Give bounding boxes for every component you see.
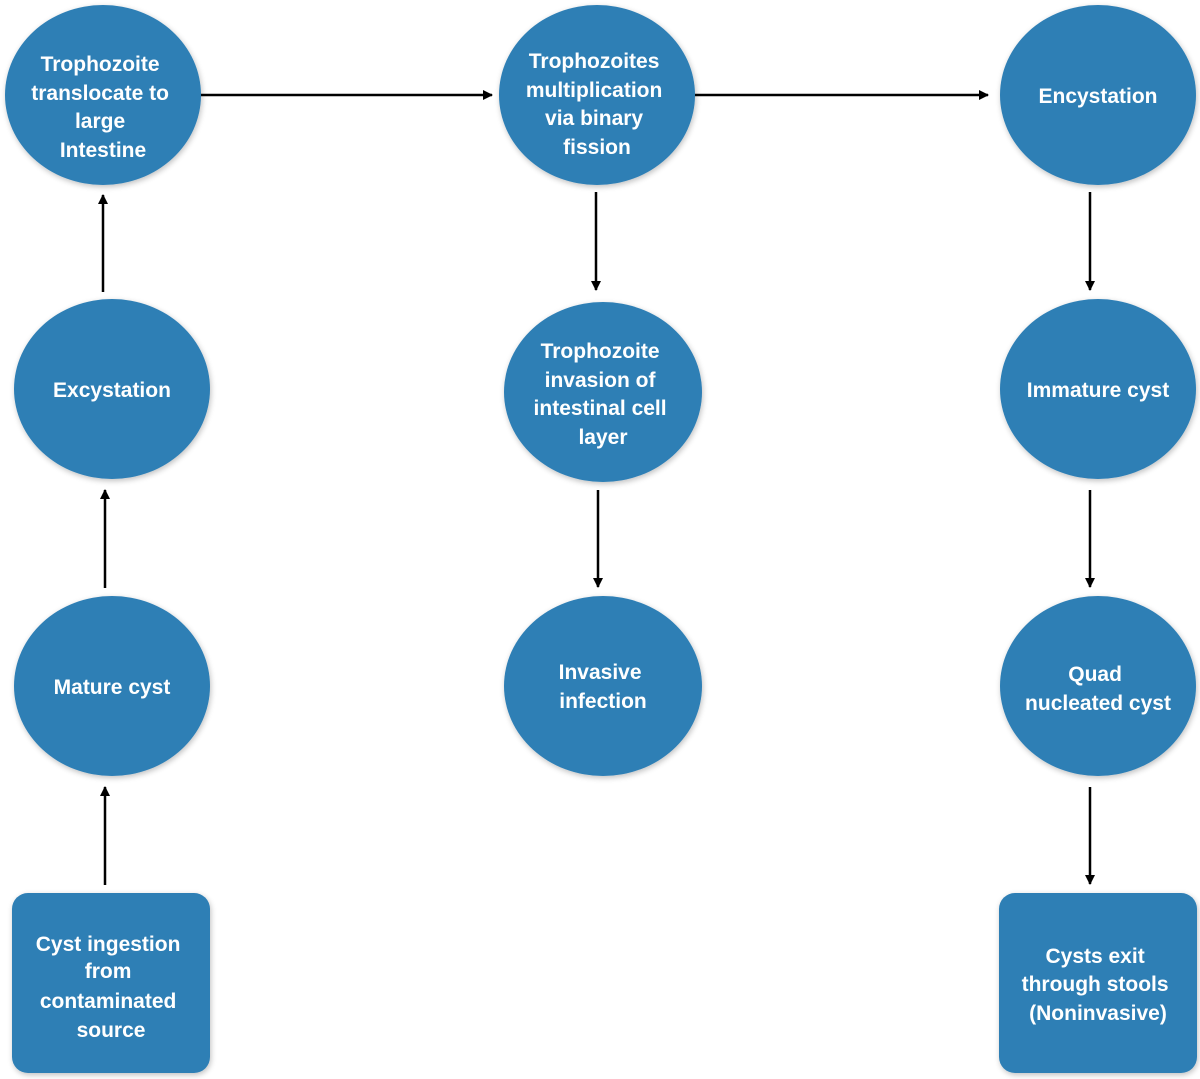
node-immature-cyst: Immature cyst — [1000, 299, 1196, 479]
node-shape — [499, 5, 695, 185]
node-label: Encystation — [1038, 85, 1157, 108]
node-mature-cyst: Mature cyst — [14, 596, 210, 776]
node-cysts-exit: Cysts exit through stools (Noninvasive) — [999, 893, 1197, 1073]
node-shape — [14, 299, 210, 479]
node-trophozoite-invasion: Trophozoite invasion of intestinal cell … — [504, 302, 702, 482]
node-shape — [504, 596, 702, 776]
node-label: Mature cyst — [54, 676, 171, 699]
node-label: Trophozoite translocate to large Intesti… — [31, 53, 175, 162]
node-trophozoites-multiplication: Trophozoites multiplication via binary f… — [499, 5, 695, 185]
node-label: Quad nucleated cyst — [1025, 663, 1171, 715]
node-label: Excystation — [53, 379, 171, 402]
node-shape — [999, 893, 1197, 1073]
node-trophozoite-translocate: Trophozoite translocate to large Intesti… — [5, 5, 201, 185]
node-label: Trophozoites multiplication via binary f… — [526, 50, 668, 159]
node-invasive-infection: Invasive infection — [504, 596, 702, 776]
node-label: Cysts exit through stools (Noninvasive) — [1022, 945, 1175, 1025]
node-label: Cyst ingestion from contaminated source — [36, 933, 187, 1042]
node-shape — [1000, 5, 1196, 185]
node-shape — [12, 893, 210, 1073]
node-shape — [1000, 596, 1196, 776]
node-shape — [1000, 299, 1196, 479]
node-label: Immature cyst — [1027, 379, 1169, 402]
node-shape — [14, 596, 210, 776]
node-quad-nucleated-cyst: Quad nucleated cyst — [1000, 596, 1196, 776]
edges-layer — [98, 90, 1095, 885]
node-shape — [504, 302, 702, 482]
node-label: Trophozoite invasion of intestinal cell … — [534, 340, 673, 449]
node-shape — [5, 5, 201, 185]
node-excystation: Excystation — [14, 299, 210, 479]
node-encystation: Encystation — [1000, 5, 1196, 185]
node-cyst-ingestion: Cyst ingestion from contaminated source — [12, 893, 210, 1073]
node-label: Invasive infection — [559, 661, 648, 713]
